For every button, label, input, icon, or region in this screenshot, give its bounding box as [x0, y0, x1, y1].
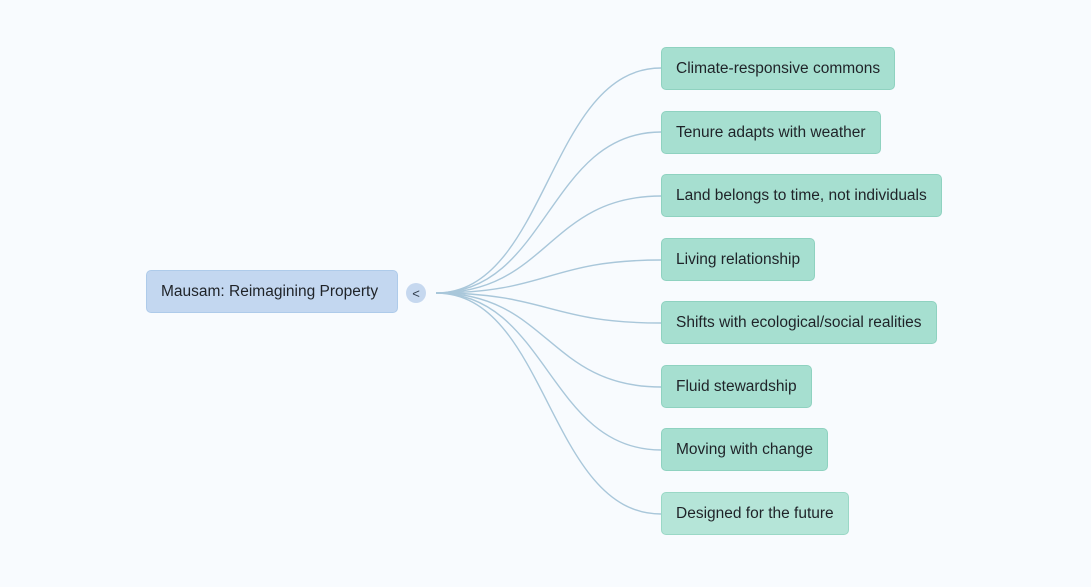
branch-node-label: Climate-responsive commons — [676, 59, 881, 77]
branch-node-label: Tenure adapts with weather — [676, 123, 866, 141]
branch-node-label: Fluid stewardship — [676, 377, 797, 395]
branch-node-label: Designed for the future — [676, 504, 834, 522]
branch-node[interactable]: Climate-responsive commons — [661, 47, 896, 90]
branch-node-label: Land belongs to time, not individuals — [676, 186, 927, 204]
collapse-toggle-button[interactable]: < — [406, 283, 426, 303]
chevron-left-icon: < — [412, 285, 420, 301]
branch-node[interactable]: Designed for the future — [661, 492, 849, 535]
branch-node-label: Living relationship — [676, 250, 801, 268]
branch-node[interactable]: Fluid stewardship — [661, 365, 812, 408]
branch-node-label: Shifts with ecological/social realities — [676, 313, 922, 331]
connector-line — [435, 259, 662, 294]
connector-line — [435, 292, 662, 451]
branch-node[interactable]: Tenure adapts with weather — [661, 111, 881, 154]
connector-line — [435, 292, 662, 515]
root-node-label: Mausam: Reimagining Property — [161, 282, 379, 300]
connector-line — [435, 292, 662, 388]
branch-node[interactable]: Living relationship — [661, 238, 816, 281]
connector-line — [435, 131, 662, 294]
branch-node-label: Moving with change — [676, 440, 813, 458]
connector-line — [435, 67, 662, 294]
branch-node[interactable]: Moving with change — [661, 428, 828, 471]
connector-line — [435, 292, 662, 324]
branch-node[interactable]: Land belongs to time, not individuals — [661, 174, 942, 217]
root-node[interactable]: Mausam: Reimagining Property — [146, 270, 398, 313]
branch-node[interactable]: Shifts with ecological/social realities — [661, 301, 937, 344]
connector-line — [435, 195, 662, 294]
